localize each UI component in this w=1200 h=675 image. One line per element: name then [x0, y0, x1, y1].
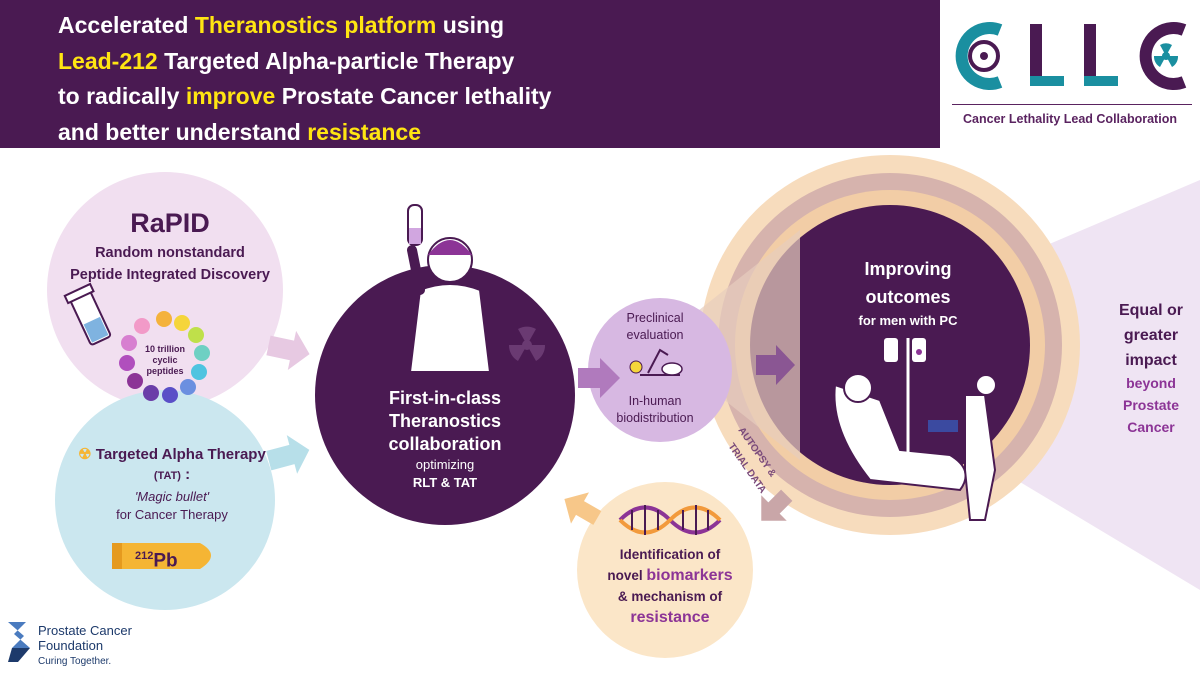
outcomes-sub: for men with PC	[858, 313, 958, 328]
logo-divider	[952, 104, 1192, 105]
rapid-title: RaPID	[130, 208, 210, 238]
center-title: First-in-class Theranostics collaboratio…	[388, 388, 502, 454]
radiation-icon: ☢	[78, 446, 92, 463]
clc-logo	[940, 0, 1200, 148]
clc-logo-icon	[955, 22, 1187, 90]
center-text: First-in-class Theranostics collaboratio…	[340, 387, 550, 492]
rapid-subtitle: Random nonstandard Peptide Integrated Di…	[70, 245, 270, 283]
tat-title: ☢ Targeted Alpha Therapy (TAT) :	[78, 446, 266, 483]
patient-chair-illustration	[833, 338, 997, 521]
headline: Accelerated Theranostics platform using …	[58, 8, 658, 150]
microscope-icon	[629, 348, 683, 376]
lead-212-bullet-icon	[112, 543, 211, 569]
rapid-circle	[47, 172, 283, 408]
headline-line-4: and better understand resistance	[58, 118, 422, 145]
arrow-outcomes-to-resistance	[761, 489, 793, 521]
tat-circle	[55, 390, 275, 610]
preclinical-circle	[588, 298, 732, 442]
header-banner	[0, 0, 1200, 148]
isotope-label: 212Pb	[135, 550, 178, 572]
tat-magic: 'Magic bullet'for Cancer Therapy	[116, 489, 228, 522]
arrow-tat-to-center	[266, 435, 310, 474]
arrow-preclinical-to-outcomes	[756, 345, 795, 385]
dna-helix-icon	[618, 505, 722, 535]
outcomes-title: Improving outcomes	[864, 259, 952, 307]
peptides-label: 10 trillion cyclic peptides	[144, 344, 185, 376]
arrow-center-to-preclinical	[578, 358, 620, 398]
outcomes-text: Improving outcomes for men with PC	[823, 255, 993, 331]
headline-line-3: to radically improve Prostate Cancer let…	[58, 83, 552, 109]
impact-text: Equal or greater impact	[1118, 302, 1183, 369]
headline-line-2: Lead-212 Targeted Alpha-particle Therapy	[58, 47, 515, 74]
pcf-name: Prostate Cancer Foundation	[38, 623, 132, 653]
in-human-label: In-human biodistribution	[616, 394, 694, 425]
center-rlt: RLT & TAT	[412, 475, 478, 490]
radiation-watermark-icon	[508, 326, 546, 361]
arrow-rapid-to-center	[266, 330, 310, 370]
pcf-tagline: Curing Together.	[38, 656, 112, 667]
arrow-resistance-to-center	[564, 492, 602, 525]
center-optimizing: optimizing	[415, 457, 475, 472]
resistance-text: Identification of novel biomarkers & mec…	[607, 547, 733, 626]
center-circle	[315, 265, 575, 525]
impact-beyond: beyond Prostate Cancer	[1122, 375, 1180, 435]
headline-line-1: Accelerated Theranostics platform using	[58, 12, 505, 38]
pcf-logo-icon	[8, 622, 30, 662]
preclinical-label: Preclinical evaluation	[626, 311, 684, 342]
peptide-ring	[119, 311, 210, 403]
logo-caption: Cancer Lethality Lead Collaboration	[963, 112, 1177, 126]
scientist-icon	[407, 204, 492, 373]
test-tube-icon	[63, 282, 112, 346]
